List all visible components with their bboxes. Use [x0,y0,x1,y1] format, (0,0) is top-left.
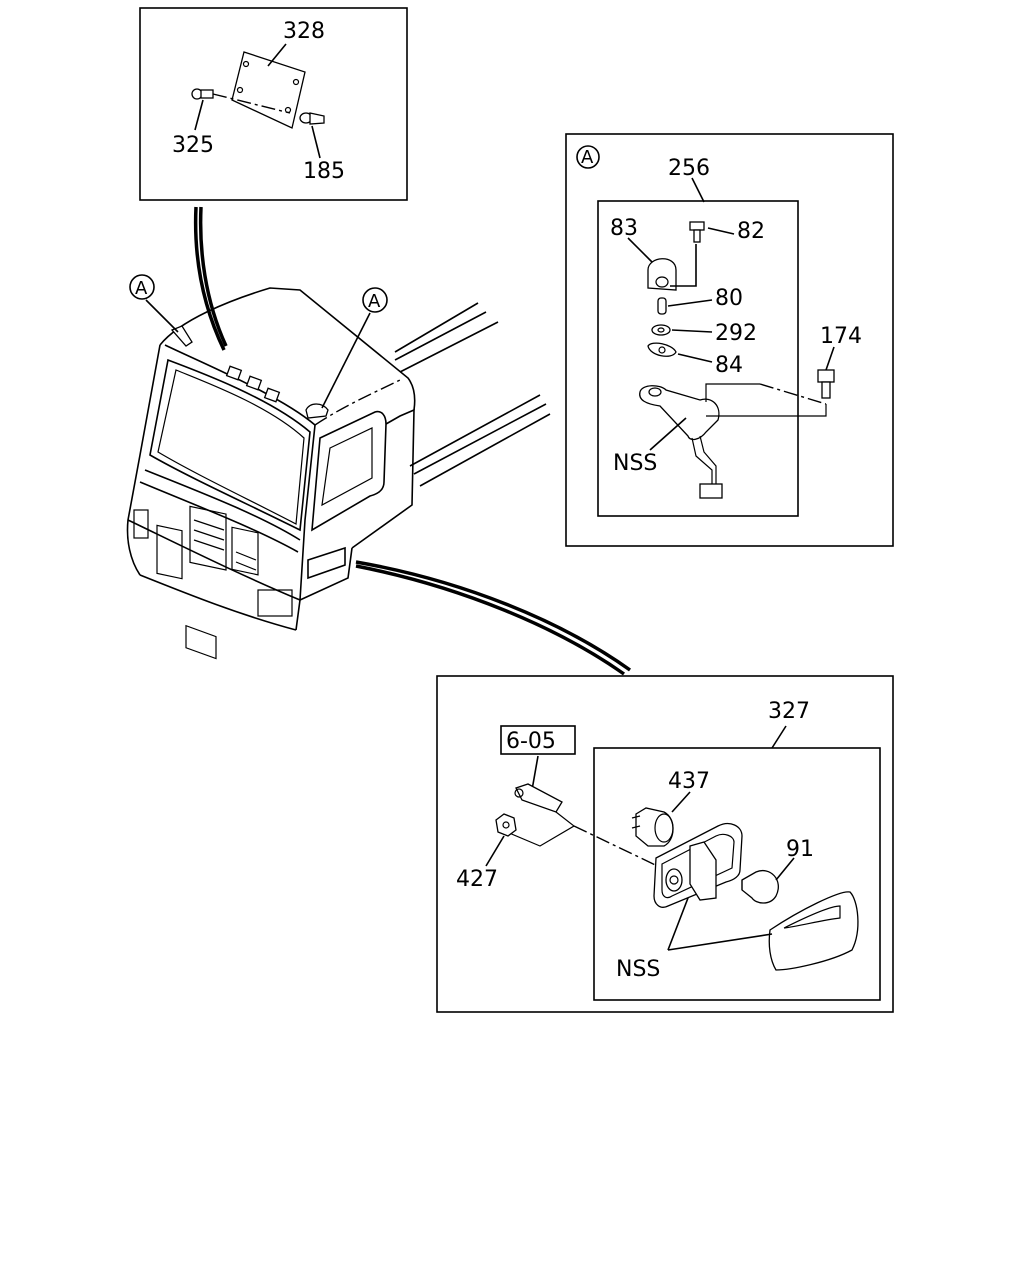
leader-roof [193,206,226,351]
callout-6-05: 6-05 [506,729,556,754]
ref-605-box [500,725,576,755]
washer-292 [651,324,671,336]
callout-82: 82 [737,219,765,244]
detail-box-plate: 328 325 185 [139,7,408,201]
lens-cap-83 [647,258,677,291]
truck-cab-illustration [126,287,551,660]
callout-256: 256 [668,156,710,181]
screw-174 [817,369,835,399]
screw-82 [689,221,705,243]
lamp-base-nss-top [639,385,723,499]
callout-174: 174 [820,324,862,349]
leader-side [355,560,632,672]
bulb-80 [657,297,667,315]
callout-a-left: A [129,274,179,333]
detail-box-side-lamp: 327 6-05 427 437 [436,675,894,1013]
callout-328: 328 [283,19,325,44]
callout-185: 185 [303,159,345,184]
lamp-housing-nss [653,822,743,908]
callout-nss-bottom: NSS [616,957,660,982]
clip-185-part [299,112,325,125]
callout-a-right: A [321,287,388,409]
nut-427 [495,813,517,837]
socket-437 [631,807,674,847]
callout-437: 437 [668,769,710,794]
lamp-lens [768,891,859,971]
detail-a-label: A [581,147,594,168]
callout-91: 91 [786,837,814,862]
callout-325: 325 [172,133,214,158]
callout-427: 427 [456,867,498,892]
callout-80: 80 [715,286,743,311]
callout-nss-top: NSS [613,451,657,476]
callout-83: 83 [610,216,638,241]
callout-292: 292 [715,321,757,346]
plate-part [231,51,306,129]
screw-325-part [191,88,214,100]
callout-327: 327 [768,699,810,724]
svg-text:A: A [135,278,148,299]
callout-84: 84 [715,353,743,378]
harness-stud [514,783,563,813]
svg-text:A: A [368,291,381,312]
gasket-84 [647,342,677,357]
detail-box-a: A 256 83 82 80 292 84 [565,133,894,547]
bulb-91 [741,870,779,904]
